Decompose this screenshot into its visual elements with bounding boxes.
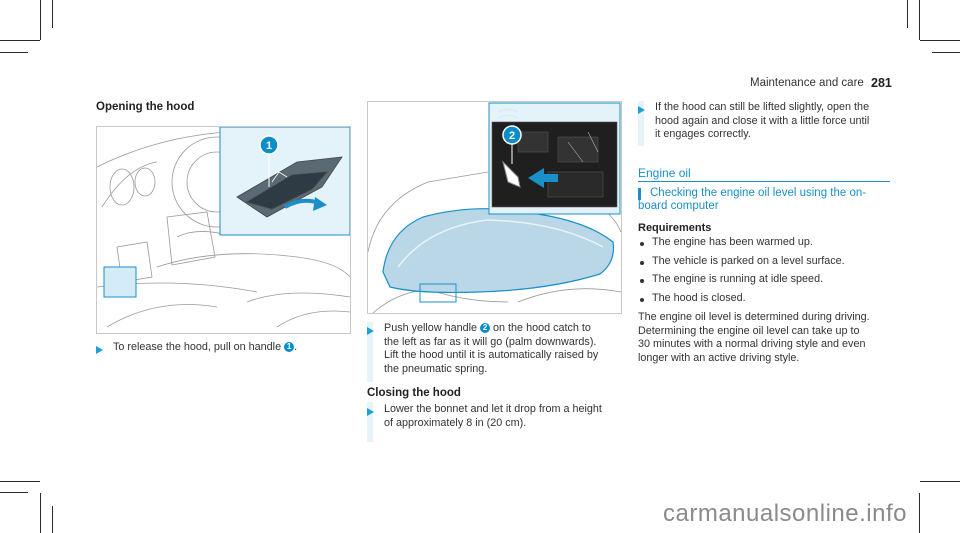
paragraph-line: Determining the engine oil level can tak…	[638, 324, 860, 337]
bullet-icon	[640, 242, 644, 246]
requirements-heading: Requirements	[638, 222, 712, 234]
car-hood-illustration: 2	[368, 102, 621, 313]
step-line: it engages correctly.	[655, 128, 751, 141]
step-lift-check: If the hood can still be lifted slightly…	[655, 101, 895, 142]
step-line: Lower the bonnet and let it drop from a …	[384, 403, 602, 415]
step-line: Lift the hood until it is automatically …	[384, 349, 599, 362]
crop-mark	[919, 0, 920, 40]
crop-mark	[0, 481, 40, 482]
step-line: hood again and close it with a little fo…	[655, 114, 870, 127]
section-heading-closing-hood: Closing the hood	[367, 387, 461, 399]
section-rule	[638, 181, 890, 182]
figure-dashboard-handle: 1	[96, 126, 351, 334]
step-line: If the hood can still be lifted slightly…	[655, 101, 870, 113]
paragraph-line: longer with an active driving style.	[638, 351, 800, 364]
crop-mark	[0, 52, 28, 53]
crop-mark	[932, 52, 960, 53]
figure-callout-2: 2	[509, 130, 515, 142]
dashboard-illustration: 1	[97, 127, 350, 328]
crop-mark	[919, 493, 920, 533]
step-bar	[367, 402, 373, 442]
page-number: 281	[871, 76, 892, 90]
section-header: Maintenance and care	[750, 77, 864, 89]
step-lower-bonnet: Lower the bonnet and let it drop from a …	[384, 403, 624, 430]
engine-oil-paragraph: The engine oil level is determined durin…	[638, 311, 898, 365]
section-title-engine-oil: Engine oil	[638, 166, 691, 180]
step-release-hood: To release the hood, pull on handle 1.	[113, 341, 297, 355]
bullet-icon	[640, 279, 644, 283]
step-bar	[367, 322, 373, 382]
step-text-end: .	[294, 341, 298, 353]
step-line: the pneumatic spring.	[384, 362, 488, 375]
step-arrow-icon	[96, 346, 103, 354]
crop-mark	[907, 0, 908, 28]
subsection-marker	[638, 188, 641, 200]
step-bar	[638, 101, 644, 146]
crop-mark	[40, 0, 41, 40]
step-line: of approximately 8 in (20 cm).	[384, 416, 527, 429]
step-arrow-icon	[367, 408, 374, 416]
crop-mark	[40, 493, 41, 533]
requirement-item: The vehicle is parked on a level surface…	[652, 255, 845, 267]
subsection-title: Checking the engine oil level using the …	[650, 186, 866, 200]
figure-hood-catch: 2	[367, 101, 622, 314]
step-push-handle: Push yellow handle 2 on the hood catch t…	[384, 322, 624, 376]
step-line: Push yellow handle 2 on the hood catch t…	[384, 322, 624, 336]
crop-mark	[52, 506, 53, 533]
crop-mark	[0, 40, 40, 41]
step-text: on the hood catch to	[493, 322, 591, 334]
subsection-title-line: Checking the engine oil level using the …	[650, 187, 867, 199]
crop-mark	[0, 492, 28, 493]
figure-callout-1: 1	[266, 140, 272, 152]
callout-marker-2: 2	[480, 323, 491, 333]
step-text: To release the hood, pull on handle	[113, 341, 282, 353]
crop-mark	[52, 0, 53, 28]
paragraph-line: 30 minutes with a normal driving style a…	[638, 338, 866, 351]
requirement-item: The engine is running at idle speed.	[652, 273, 824, 285]
paragraph-line: The engine oil level is determined durin…	[638, 311, 870, 323]
bullet-icon	[640, 261, 644, 265]
step-text: Push yellow handle	[384, 322, 478, 334]
step-arrow-icon	[638, 106, 645, 114]
requirement-item: The hood is closed.	[652, 292, 746, 304]
section-heading-opening-hood: Opening the hood	[96, 101, 195, 113]
watermark: carmanualsonline.info	[663, 500, 907, 527]
crop-mark	[920, 40, 960, 41]
requirement-item: The engine has been warmed up.	[652, 236, 813, 248]
crop-mark	[920, 481, 960, 482]
step-arrow-icon	[367, 327, 374, 335]
step-line: the left as far as it will go (palm down…	[384, 335, 597, 348]
callout-marker-1: 1	[284, 342, 295, 352]
bullet-icon	[640, 298, 644, 302]
subsection-title-line: board computer	[638, 200, 719, 212]
